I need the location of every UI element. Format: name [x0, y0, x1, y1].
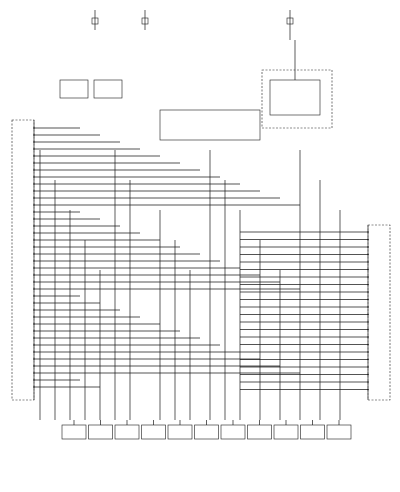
fuse-3	[286, 10, 294, 40]
front-sensor-left	[59, 79, 89, 99]
connector-pin	[33, 204, 35, 206]
sensor-6	[220, 424, 246, 440]
connector-pin	[33, 218, 35, 220]
connector-pin	[367, 276, 369, 278]
sensor-2	[88, 424, 113, 440]
sensor-10	[326, 424, 352, 440]
wire-bundle-right	[240, 231, 369, 391]
connector-pin	[33, 330, 35, 332]
connector-pin	[33, 372, 35, 374]
connector-pin	[367, 306, 369, 308]
connector-pin	[367, 291, 369, 293]
connector-pin	[33, 260, 35, 262]
connector-pin	[367, 388, 369, 391]
connector-pin	[367, 268, 369, 271]
connector-pin	[33, 253, 35, 255]
connector-pin	[33, 162, 35, 164]
connector-pin	[33, 344, 35, 346]
connector-pin	[367, 246, 369, 248]
connector-pin	[367, 366, 369, 368]
relay-box	[261, 69, 333, 129]
connector-pin	[33, 288, 35, 290]
connector-pin	[33, 302, 35, 304]
connector-pin	[367, 313, 369, 316]
connector-pin	[33, 239, 35, 241]
connector-pin	[33, 141, 35, 143]
wire-bundle-bottom	[39, 150, 341, 420]
connector-pin	[33, 155, 35, 157]
connector-pin	[33, 358, 35, 360]
level-valve-block	[159, 109, 261, 141]
connector-pin	[33, 197, 35, 199]
connector-pin	[33, 365, 35, 367]
sensor-4	[141, 424, 166, 440]
connector-pin	[33, 295, 35, 297]
connector-pin	[33, 232, 35, 234]
sensor-8	[273, 424, 299, 440]
connector-pin	[33, 316, 35, 318]
connector-pin	[33, 183, 35, 185]
connector-pin	[33, 127, 35, 129]
sensor-1	[61, 424, 87, 440]
connector-pin	[367, 238, 369, 241]
connector-pin	[367, 351, 369, 353]
connector-pin	[367, 283, 369, 286]
connector-pin	[367, 231, 369, 233]
wire-bundle-left	[33, 127, 300, 388]
sensor-3	[114, 424, 140, 440]
relay	[269, 79, 321, 116]
connector-pin	[33, 148, 35, 150]
sensor-5	[167, 424, 193, 440]
connector-pin	[367, 261, 369, 263]
connector-pin	[33, 274, 35, 276]
fuse-1	[91, 10, 99, 30]
connector-pin	[33, 246, 35, 248]
connector-pin	[367, 373, 369, 376]
right-connector	[367, 224, 391, 401]
connector-pin	[33, 176, 35, 178]
connector-pin	[33, 190, 35, 192]
connector-pin	[33, 386, 35, 388]
sensor-7	[247, 424, 272, 440]
fuse-2	[141, 10, 149, 30]
connector-pin	[33, 351, 35, 353]
compressor	[194, 424, 219, 440]
connector-pin	[33, 323, 35, 325]
connector-pin	[367, 253, 369, 256]
connector-pin	[33, 134, 35, 136]
connector-pin	[33, 309, 35, 311]
connector-pin	[367, 321, 369, 323]
connector-pin	[33, 211, 35, 213]
connector-pin	[367, 298, 369, 301]
connector-pin	[33, 169, 35, 171]
connector-pin	[367, 336, 369, 338]
sensor-9	[300, 424, 325, 440]
connector-pin	[33, 281, 35, 283]
connector-pin	[33, 337, 35, 339]
connector-pin	[367, 381, 369, 383]
connector-pin	[33, 379, 35, 381]
connector-pin	[367, 328, 369, 331]
left-connector	[11, 119, 35, 401]
connector-pin	[367, 358, 369, 361]
connector-pin	[33, 267, 35, 269]
front-sensor-right	[93, 79, 123, 99]
bottom-components	[61, 420, 352, 440]
connector-pin	[367, 343, 369, 346]
connector-pin	[33, 225, 35, 227]
